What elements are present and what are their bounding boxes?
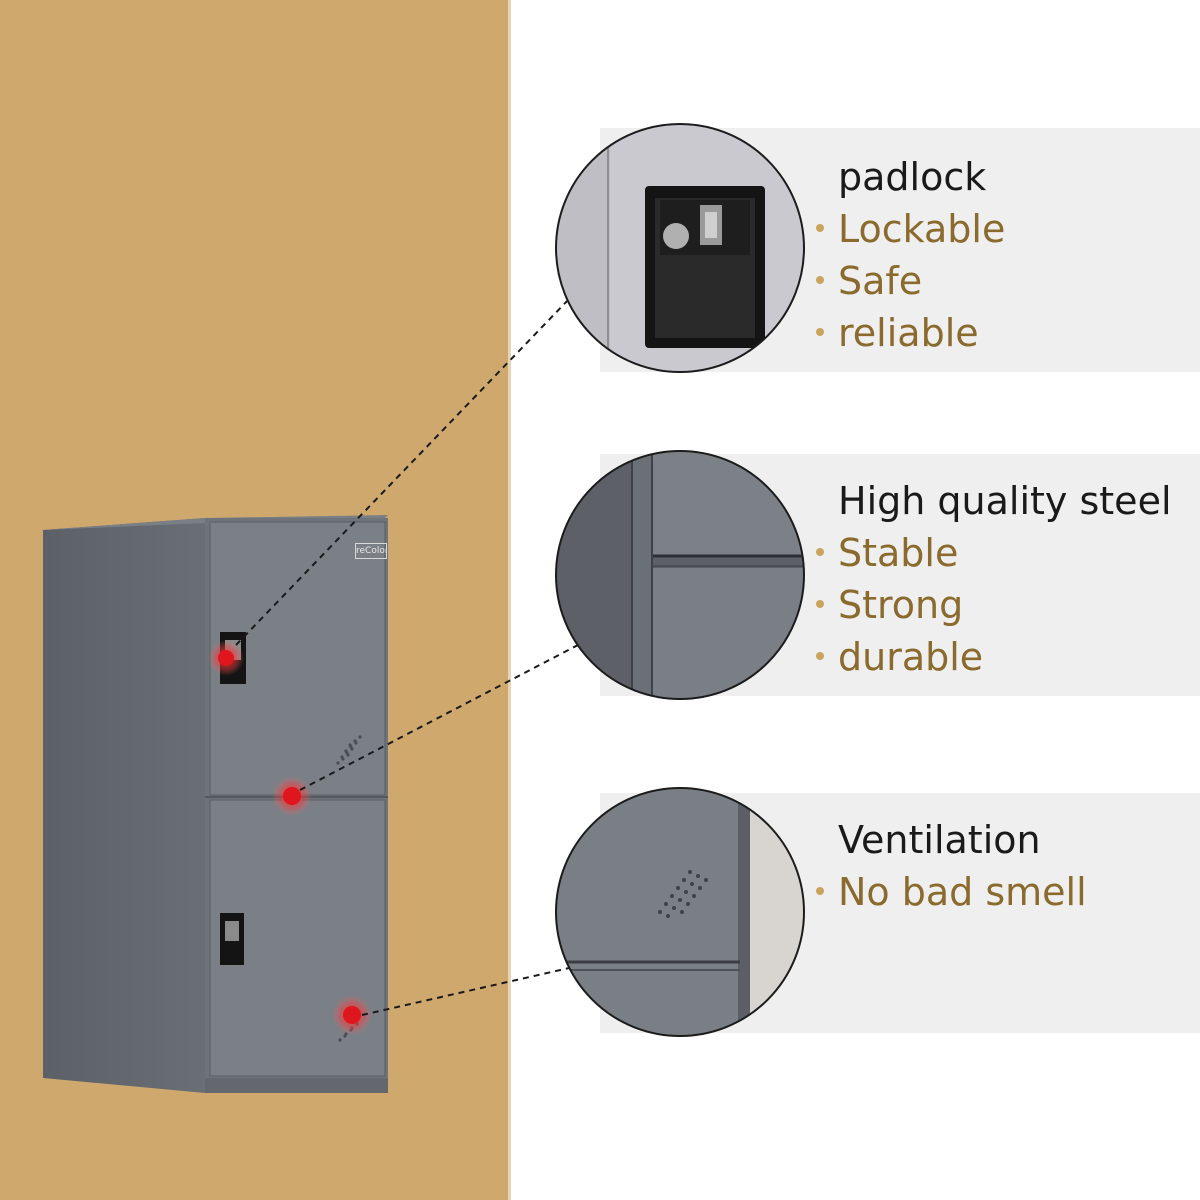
detail-circle-steel [555, 450, 805, 700]
bullet-item: durable [816, 638, 983, 676]
connector-steel [299, 644, 579, 791]
bullet-dot-icon [816, 223, 824, 232]
bullet-dot-icon [816, 599, 824, 608]
bullet-label: durable [838, 635, 984, 679]
wall-edge [508, 0, 511, 1200]
bullet-item: No bad smell [816, 873, 1087, 911]
marker-steel [272, 776, 312, 816]
marker-padlock [208, 640, 244, 676]
bullet-label: reliable [838, 311, 979, 355]
connector-ventilation [361, 965, 579, 1016]
bullet-dot-icon [816, 275, 824, 284]
brand-logo: reColor [355, 543, 387, 559]
bullet-label: Lockable [838, 207, 1006, 251]
bullet-item: Stable [816, 534, 958, 572]
bullet-label: Strong [838, 583, 964, 627]
bullet-label: Safe [838, 259, 923, 303]
bullet-dot-icon [816, 327, 824, 336]
detail-circle-padlock [555, 123, 805, 373]
detail-circle-ventilation [555, 787, 805, 1037]
bullet-item: Lockable [816, 210, 1005, 248]
connector-padlock [235, 297, 571, 646]
feature-title-padlock: padlock [838, 155, 987, 199]
bullet-dot-icon [816, 651, 824, 660]
bullet-item: Safe [816, 262, 922, 300]
bullet-label: No bad smell [838, 870, 1087, 914]
bullet-item: Strong [816, 586, 963, 624]
bullet-dot-icon [816, 886, 824, 895]
marker-ventilation [332, 995, 372, 1035]
bullet-dot-icon [816, 547, 824, 556]
bullet-item: reliable [816, 314, 979, 352]
feature-title-ventilation: Ventilation [838, 818, 1041, 862]
feature-title-steel: High quality steel [838, 479, 1172, 523]
bullet-label: Stable [838, 531, 959, 575]
